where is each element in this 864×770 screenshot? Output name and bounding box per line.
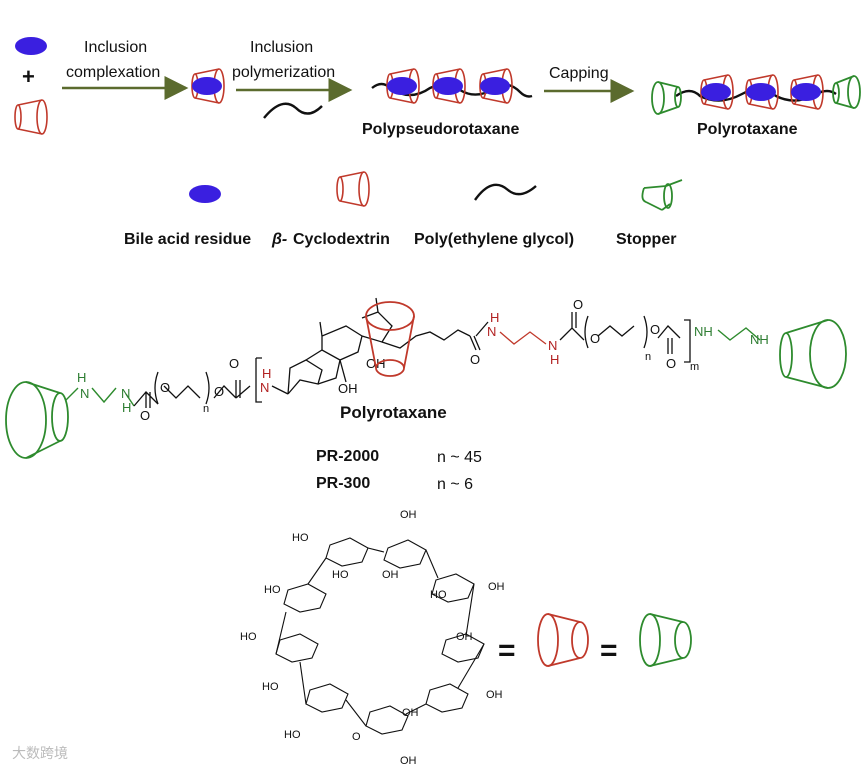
watermark-text: 大数跨境 — [12, 746, 68, 762]
step1-label-line1: Inclusion — [84, 39, 147, 56]
ho-label: HO — [284, 729, 301, 741]
ho-label: HO — [262, 681, 279, 693]
equals-sign-1: = — [498, 634, 516, 667]
legend-bile-label: Bile acid residue — [124, 231, 251, 248]
equals-sign-2: = — [600, 634, 618, 667]
right-linker — [717, 327, 761, 341]
oh-label: OH — [382, 569, 399, 581]
legend-stopper-icon — [641, 179, 683, 211]
row-name-pr300: PR-300 — [316, 475, 370, 492]
linker-n-2: N — [121, 386, 130, 401]
peg-chain-icon — [263, 102, 323, 119]
o-label: O — [470, 352, 480, 367]
plus-sign: + — [22, 64, 35, 89]
amide-h-2: H — [490, 310, 499, 325]
bile-acid-ellipse-icon — [15, 37, 47, 55]
polypseudorotaxane-icon — [371, 68, 533, 104]
o-label: O — [573, 297, 583, 312]
m-subscript: m — [690, 361, 699, 373]
cyclodextrin-ring-structure — [275, 537, 485, 735]
legend-stopper-label: Stopper — [616, 231, 676, 248]
oh-label: OH — [338, 381, 358, 396]
amide-h: H — [262, 366, 271, 381]
inclusion-complex-icon — [191, 68, 225, 104]
step3-label: Capping — [549, 65, 609, 82]
ho-label: HO — [430, 589, 447, 601]
right-amide — [469, 321, 489, 351]
right-nh-1: NH — [694, 324, 713, 339]
o-label: O — [229, 356, 239, 371]
amide-n-3: N — [548, 338, 557, 353]
legend-beta-prefix: β- — [271, 231, 287, 248]
ethylene-linker — [499, 331, 547, 345]
right-peg-chain — [559, 312, 691, 363]
linker-n: N — [80, 386, 89, 401]
steroid-core — [271, 297, 471, 395]
legend-bile-icon — [189, 185, 221, 203]
step1-label-line2: complexation — [66, 64, 160, 81]
row-name-pr2000: PR-2000 — [316, 448, 379, 465]
left-peg-chain — [133, 357, 262, 408]
linker-h: H — [77, 370, 86, 385]
row-value-pr2000: n ~ 45 — [437, 449, 482, 466]
step2-label-line1: Inclusion — [250, 39, 313, 56]
o-label: O — [590, 331, 600, 346]
amide-n-2: N — [487, 324, 496, 339]
polyrotaxane-label: Polyrotaxane — [697, 121, 798, 138]
legend-cd-label: Cyclodextrin — [293, 231, 390, 248]
o-label: O — [140, 408, 150, 423]
steroid-cd-cone-icon — [365, 301, 415, 377]
left-stopper-cone-icon — [5, 381, 69, 459]
oh-label: OH — [486, 689, 503, 701]
ho-label: HO — [264, 584, 281, 596]
n-subscript-2: n — [645, 351, 651, 363]
o-label: O — [650, 322, 660, 337]
ho-label: HO — [332, 569, 349, 581]
o-label: O — [666, 356, 676, 371]
structure-title: Polyrotaxane — [340, 403, 447, 422]
right-nh-2: NH — [750, 332, 769, 347]
step2-label-line2: polymerization — [232, 64, 335, 81]
ho-label: HO — [292, 532, 309, 544]
cd-green-cone-icon — [639, 613, 692, 667]
oh-label: OH — [402, 707, 419, 719]
cd-red-cone-icon — [537, 613, 589, 667]
legend-peg-label: Poly(ethylene glycol) — [414, 231, 574, 248]
legend-peg-icon — [474, 183, 537, 201]
o-label: O — [214, 384, 224, 399]
left-linker — [65, 387, 135, 407]
o-label: O — [160, 380, 170, 395]
oh-label: OH — [456, 631, 473, 643]
polypseudorotaxane-label: Polypseudorotaxane — [362, 121, 519, 138]
right-stopper-cone-icon — [779, 319, 847, 389]
o-label: O — [352, 731, 361, 743]
cyclodextrin-cone-icon — [14, 99, 48, 135]
amide-h-3: H — [550, 352, 559, 367]
polyrotaxane-icon — [651, 74, 861, 115]
ho-label: HO — [240, 631, 257, 643]
oh-label: OH — [400, 509, 417, 521]
n-subscript: n — [203, 403, 209, 415]
linker-h-2: H — [122, 400, 131, 415]
oh-label: OH — [400, 755, 417, 767]
oh-label: OH — [488, 581, 505, 593]
amide-n: N — [260, 380, 269, 395]
row-value-pr300: n ~ 6 — [437, 476, 473, 493]
legend-cd-icon — [336, 171, 370, 207]
